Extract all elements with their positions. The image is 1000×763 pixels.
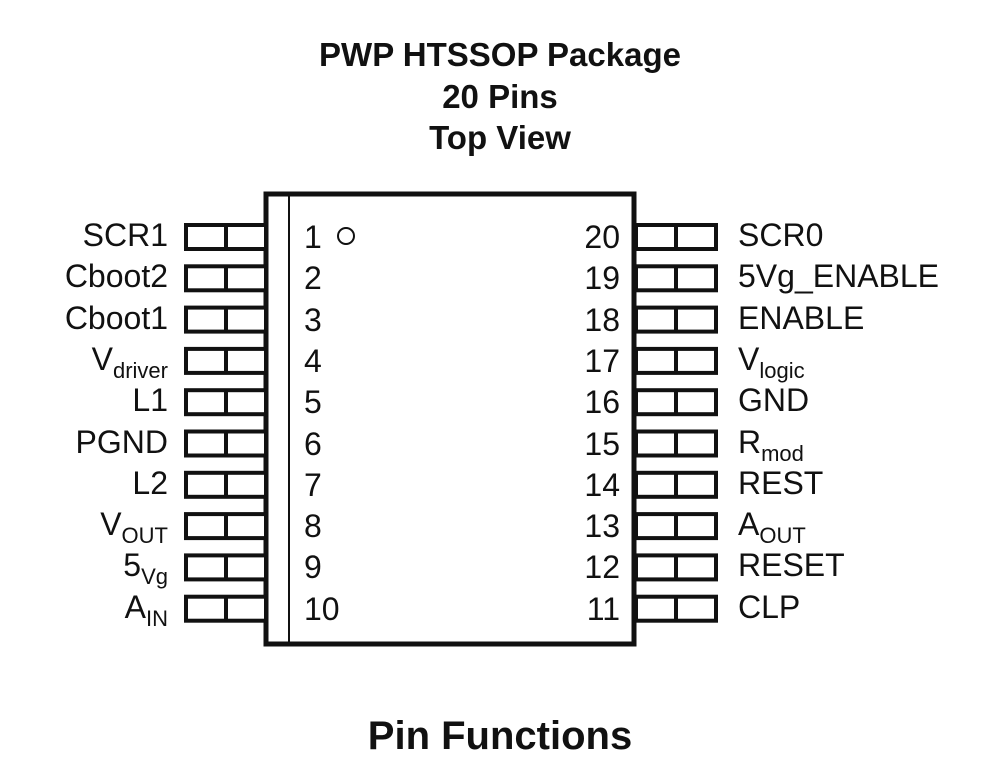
pin-name-10: AIN: [124, 588, 168, 630]
pin-name-6: PGND: [76, 426, 168, 458]
pin-number-14: 14: [584, 466, 620, 503]
pin-name-text: R: [738, 423, 762, 460]
pin-number-19: 19: [584, 260, 620, 297]
pin-number-4: 4: [304, 342, 322, 379]
pin-name-text: ENABLE: [738, 299, 865, 336]
pin-number-20: 20: [584, 219, 620, 255]
left-pins-group: [184, 223, 268, 623]
pin-name-subscript: mod: [761, 440, 804, 466]
pin-name-text: SCR1: [82, 217, 168, 253]
pin-number-17: 17: [584, 342, 620, 379]
pin-name-text: CLP: [738, 588, 801, 625]
pin-name-text: Cboot1: [64, 299, 168, 336]
pin-name-14: REST: [738, 467, 823, 499]
pin-number-13: 13: [584, 508, 620, 545]
pin-name-subscript: Vg: [141, 564, 168, 590]
pin-name-20: SCR0: [738, 219, 823, 251]
pin1-marker-icon: [337, 227, 355, 245]
pin-name-text: REST: [738, 464, 824, 501]
pin-number-11: 11: [586, 590, 620, 627]
pin-name-18: ENABLE: [738, 302, 864, 334]
pin-name-text: GND: [738, 382, 810, 419]
pin-name-text: V: [100, 506, 122, 543]
pin-name-text: V: [91, 340, 113, 377]
pin-name-17: Vlogic: [738, 340, 805, 382]
pin-number-6: 6: [304, 425, 322, 462]
pin-name-subscript: OUT: [121, 523, 168, 549]
pin-name-text: L1: [132, 382, 168, 419]
pin-number-18: 18: [584, 301, 620, 338]
pin-number-3: 3: [304, 301, 322, 338]
pin-name-text: 5Vg_ENABLE: [738, 258, 940, 295]
pin-name-text: PGND: [75, 423, 168, 460]
pin-functions-heading: Pin Functions: [367, 714, 633, 758]
pin-number-2: 2: [304, 260, 322, 297]
pin-name-13: AOUT: [738, 506, 806, 547]
pin-number-9: 9: [304, 549, 322, 586]
pin-name-text: L2: [132, 464, 168, 501]
pin-name-7: L2: [132, 467, 168, 499]
pin-name-subscript: OUT: [759, 523, 806, 549]
pin-name-2: Cboot2: [65, 260, 168, 292]
pin-number-8: 8: [304, 508, 322, 545]
pin-number-15: 15: [584, 425, 620, 462]
pin-name-text: A: [124, 588, 146, 625]
pin-number-12: 12: [584, 549, 620, 586]
pin-name-subscript: driver: [112, 357, 168, 383]
pin-name-text: Cboot2: [64, 258, 168, 295]
pin-name-12: RESET: [738, 549, 845, 581]
package-title: PWP HTSSOP Package: [319, 36, 681, 73]
pin-name-11: CLP: [738, 591, 800, 623]
pin-count-title: 20 Pins: [442, 78, 558, 115]
pin-name-16: GND: [738, 384, 809, 416]
pin-name-5: L1: [132, 384, 168, 416]
pin-name-4: Vdriver: [91, 340, 168, 382]
pin-name-subscript: IN: [146, 605, 168, 631]
pin-name-text: A: [738, 506, 760, 543]
pin-name-15: Rmod: [738, 423, 804, 465]
pin-number-1: 1: [304, 219, 322, 255]
pin-name-text: RESET: [738, 547, 845, 584]
pin-number-5: 5: [304, 384, 322, 421]
pin-number-16: 16: [584, 384, 620, 421]
view-title: Top View: [429, 119, 571, 156]
pin-name-9: 5Vg: [123, 547, 168, 588]
package-body: [263, 191, 637, 647]
pin-number-7: 7: [304, 466, 322, 503]
pin-number-10: 10: [304, 590, 340, 627]
pin-name-8: VOUT: [100, 506, 168, 547]
pin-name-19: 5Vg_ENABLE: [738, 260, 939, 292]
pin-name-text: SCR0: [738, 217, 824, 253]
pin-name-3: Cboot1: [65, 302, 168, 334]
pin-name-subscript: logic: [759, 357, 805, 383]
pin-name-text: 5: [123, 547, 142, 584]
pin-name-text: V: [738, 340, 760, 377]
pin-name-1: SCR1: [83, 219, 168, 251]
right-pins-group: [634, 223, 718, 623]
